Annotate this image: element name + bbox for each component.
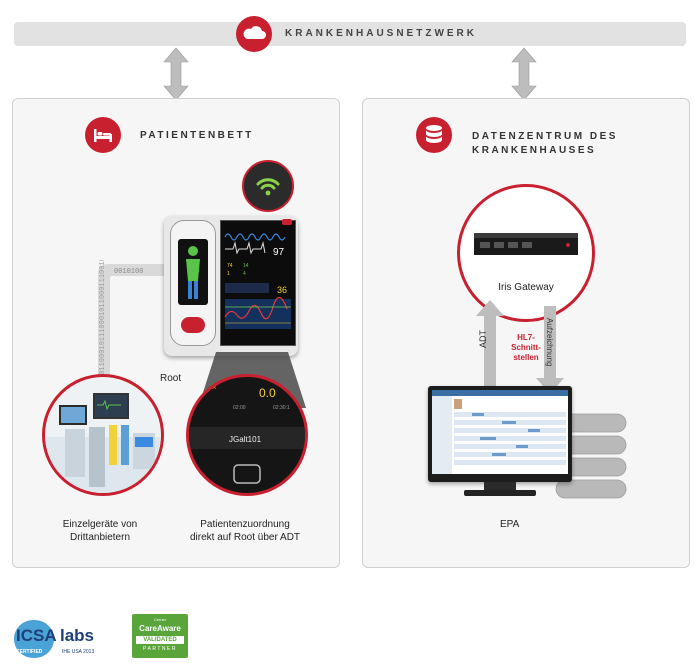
iris-gateway-label: Iris Gateway [498, 282, 554, 293]
caption-right-line1: Patientenzuordnung [200, 519, 290, 530]
hospital-network-bar [14, 22, 686, 46]
third-party-devices-caption: Einzelgeräte von Drittanbietern [40, 518, 160, 544]
epa-label: EPA [500, 519, 520, 530]
data-center-title-line1: DATENZENTRUM DES [472, 131, 618, 142]
vital-signs-display: 97 74 14 1 4 36 [224, 233, 291, 329]
careaware-partner-text: PARTNER [143, 646, 177, 652]
body-figure-icon [186, 246, 200, 299]
epa-records-table [432, 390, 568, 474]
left-connector-arrow [163, 47, 189, 101]
binary-text-vertical: 0010100110001011100010110001110010100 [99, 260, 107, 400]
patient-assignment-zoom-circle: 0 SR 0.0 02:00 02:30:1 JGalt101 [186, 374, 308, 496]
network-connectors [163, 47, 537, 101]
zoom-patient-id: JGalt101 [229, 435, 262, 444]
handheld-button [181, 317, 205, 333]
bed-icon-badge [85, 117, 121, 153]
careaware-validated-text: VALIDATED [136, 636, 184, 644]
medical-devices-illustration [45, 393, 161, 493]
aufzeichnung-label: Aufzeichnung [545, 318, 554, 367]
masimo-logo [282, 219, 292, 225]
zoom-sr-label: SR [209, 385, 216, 391]
handheld-oximeter [170, 220, 216, 346]
gateway-flow-arrows [476, 300, 564, 394]
caption-left-line1: Einzelgeräte von [62, 519, 138, 530]
epa-monitor-stand [484, 482, 516, 492]
patient-assignment-caption: Patientenzuordnung direkt auf Root über … [170, 518, 320, 544]
data-center-panel [362, 98, 690, 568]
database-disks-icon [555, 413, 627, 499]
monitor-value-spo2: 97 [273, 247, 285, 258]
right-connector-arrow [511, 47, 537, 101]
network-icon-badge [236, 16, 272, 52]
adt-arrow-up [476, 300, 504, 390]
icsa-big-text: ICSA [16, 626, 57, 645]
iris-gateway-circle: Iris Gateway [457, 184, 595, 322]
epa-monitor [428, 386, 572, 482]
careaware-validated-partner-badge: Cerner CareAware VALIDATED PARTNER [132, 614, 188, 658]
home-button-icon [233, 464, 261, 484]
hl7-label-line3: stellen [513, 353, 539, 362]
data-center-title-line2: KRANKENHAUSES [472, 145, 597, 156]
zoom-value-1: 0.0 [259, 386, 276, 400]
hl7-label-line1: HL7- [517, 333, 535, 342]
database-icon-badge [416, 117, 452, 153]
gateway-server-icon [474, 233, 578, 255]
careaware-name-text: CareAware [139, 624, 181, 633]
network-title: KRANKENHAUSNETZWERK [285, 28, 477, 39]
bed-icon [94, 129, 112, 142]
root-monitor-screen: 97 74 14 1 4 36 [220, 220, 296, 346]
root-device-label: Root [160, 373, 182, 384]
aufzeichnung-arrow-down [536, 306, 564, 394]
icsa-year-text: IHE USA 2013 [62, 649, 95, 655]
root-screen-zoom: 0 SR 0.0 02:00 02:30:1 JGalt101 [189, 385, 305, 484]
cloud-icon [243, 26, 266, 39]
caption-right-line2: direkt auf Root über ADT [189, 532, 301, 543]
monitor-value-temp: 36 [277, 285, 287, 295]
adt-label: ADT [478, 330, 488, 348]
wifi-badge [242, 160, 294, 212]
zoom-time-1: 02:30:1 [273, 405, 290, 411]
monitor-param-2: 1 [227, 271, 230, 277]
careaware-cerner-text: Cerner [153, 617, 167, 622]
wifi-icon [256, 178, 280, 196]
epa-monitor-base [464, 490, 536, 496]
caption-left-line2: Drittanbietern [69, 532, 131, 543]
database-icon [426, 125, 442, 143]
patient-bed-title: PATIENTENBETT [140, 130, 254, 141]
hl7-label-line2: Schnitt- [511, 343, 541, 352]
third-party-devices-circle [42, 374, 164, 496]
icsa-labs-logo: ICSA labs CERTIFIED IHE USA 2013 [14, 618, 124, 660]
monitor-param-3: 4 [243, 271, 246, 277]
monitor-param-0: 74 [227, 263, 233, 269]
zoom-time-0: 02:00 [233, 405, 246, 411]
binary-text-horizontal: 0010100 [114, 268, 143, 276]
monitor-param-1: 14 [243, 263, 249, 269]
hl7-label: HL7- Schnitt- stellen [506, 333, 546, 363]
data-center-title: DATENZENTRUM DES KRANKENHAUSES [472, 130, 618, 158]
icsa-labs-text: labs [60, 626, 95, 645]
handheld-screen [178, 239, 208, 305]
icsa-labs-logo-graphic [14, 620, 54, 658]
epa-screen [432, 390, 568, 474]
icsa-certified-text: CERTIFIED [16, 649, 43, 655]
